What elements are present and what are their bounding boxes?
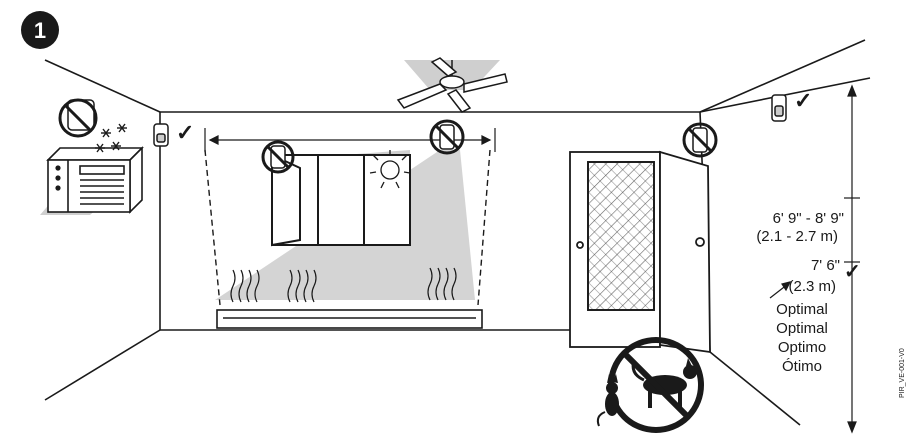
optimal-label-es: Optimo [778,339,826,356]
no-sensor-door-icon [684,124,716,156]
height-range-metric: (2.1 - 2.7 m) [756,228,838,245]
optimal-label-pt: Ótimo [782,358,822,375]
figure-code: PIR_VE-001-V0 [899,348,906,398]
window [272,155,410,245]
no-sensor-ac-icon [60,100,96,136]
baseboard-heater [217,310,482,328]
no-pets-icon [598,340,701,430]
check-mark-corner: ✓ [176,120,194,145]
optimal-label-en: Optimal [776,301,828,318]
height-range-imperial: 6' 9" - 8' 9" [773,210,844,227]
optimal-height-imperial: 7' 6" [811,257,840,274]
check-mark-right: ✓ [794,88,812,113]
step-number: 1 [34,18,46,43]
air-conditioner [48,148,142,212]
no-sensor-ceiling-fan-icon [431,121,463,153]
sensor-good-right-wall [772,95,786,121]
optimal-height-metric: (2.3 m) [788,278,836,295]
step-badge: 1 [21,11,59,49]
door [570,152,710,352]
optimal-label-fr: Optimal [776,320,828,337]
sensor-good-corner [154,124,168,146]
check-mark-optimal: ✓ [844,261,861,283]
